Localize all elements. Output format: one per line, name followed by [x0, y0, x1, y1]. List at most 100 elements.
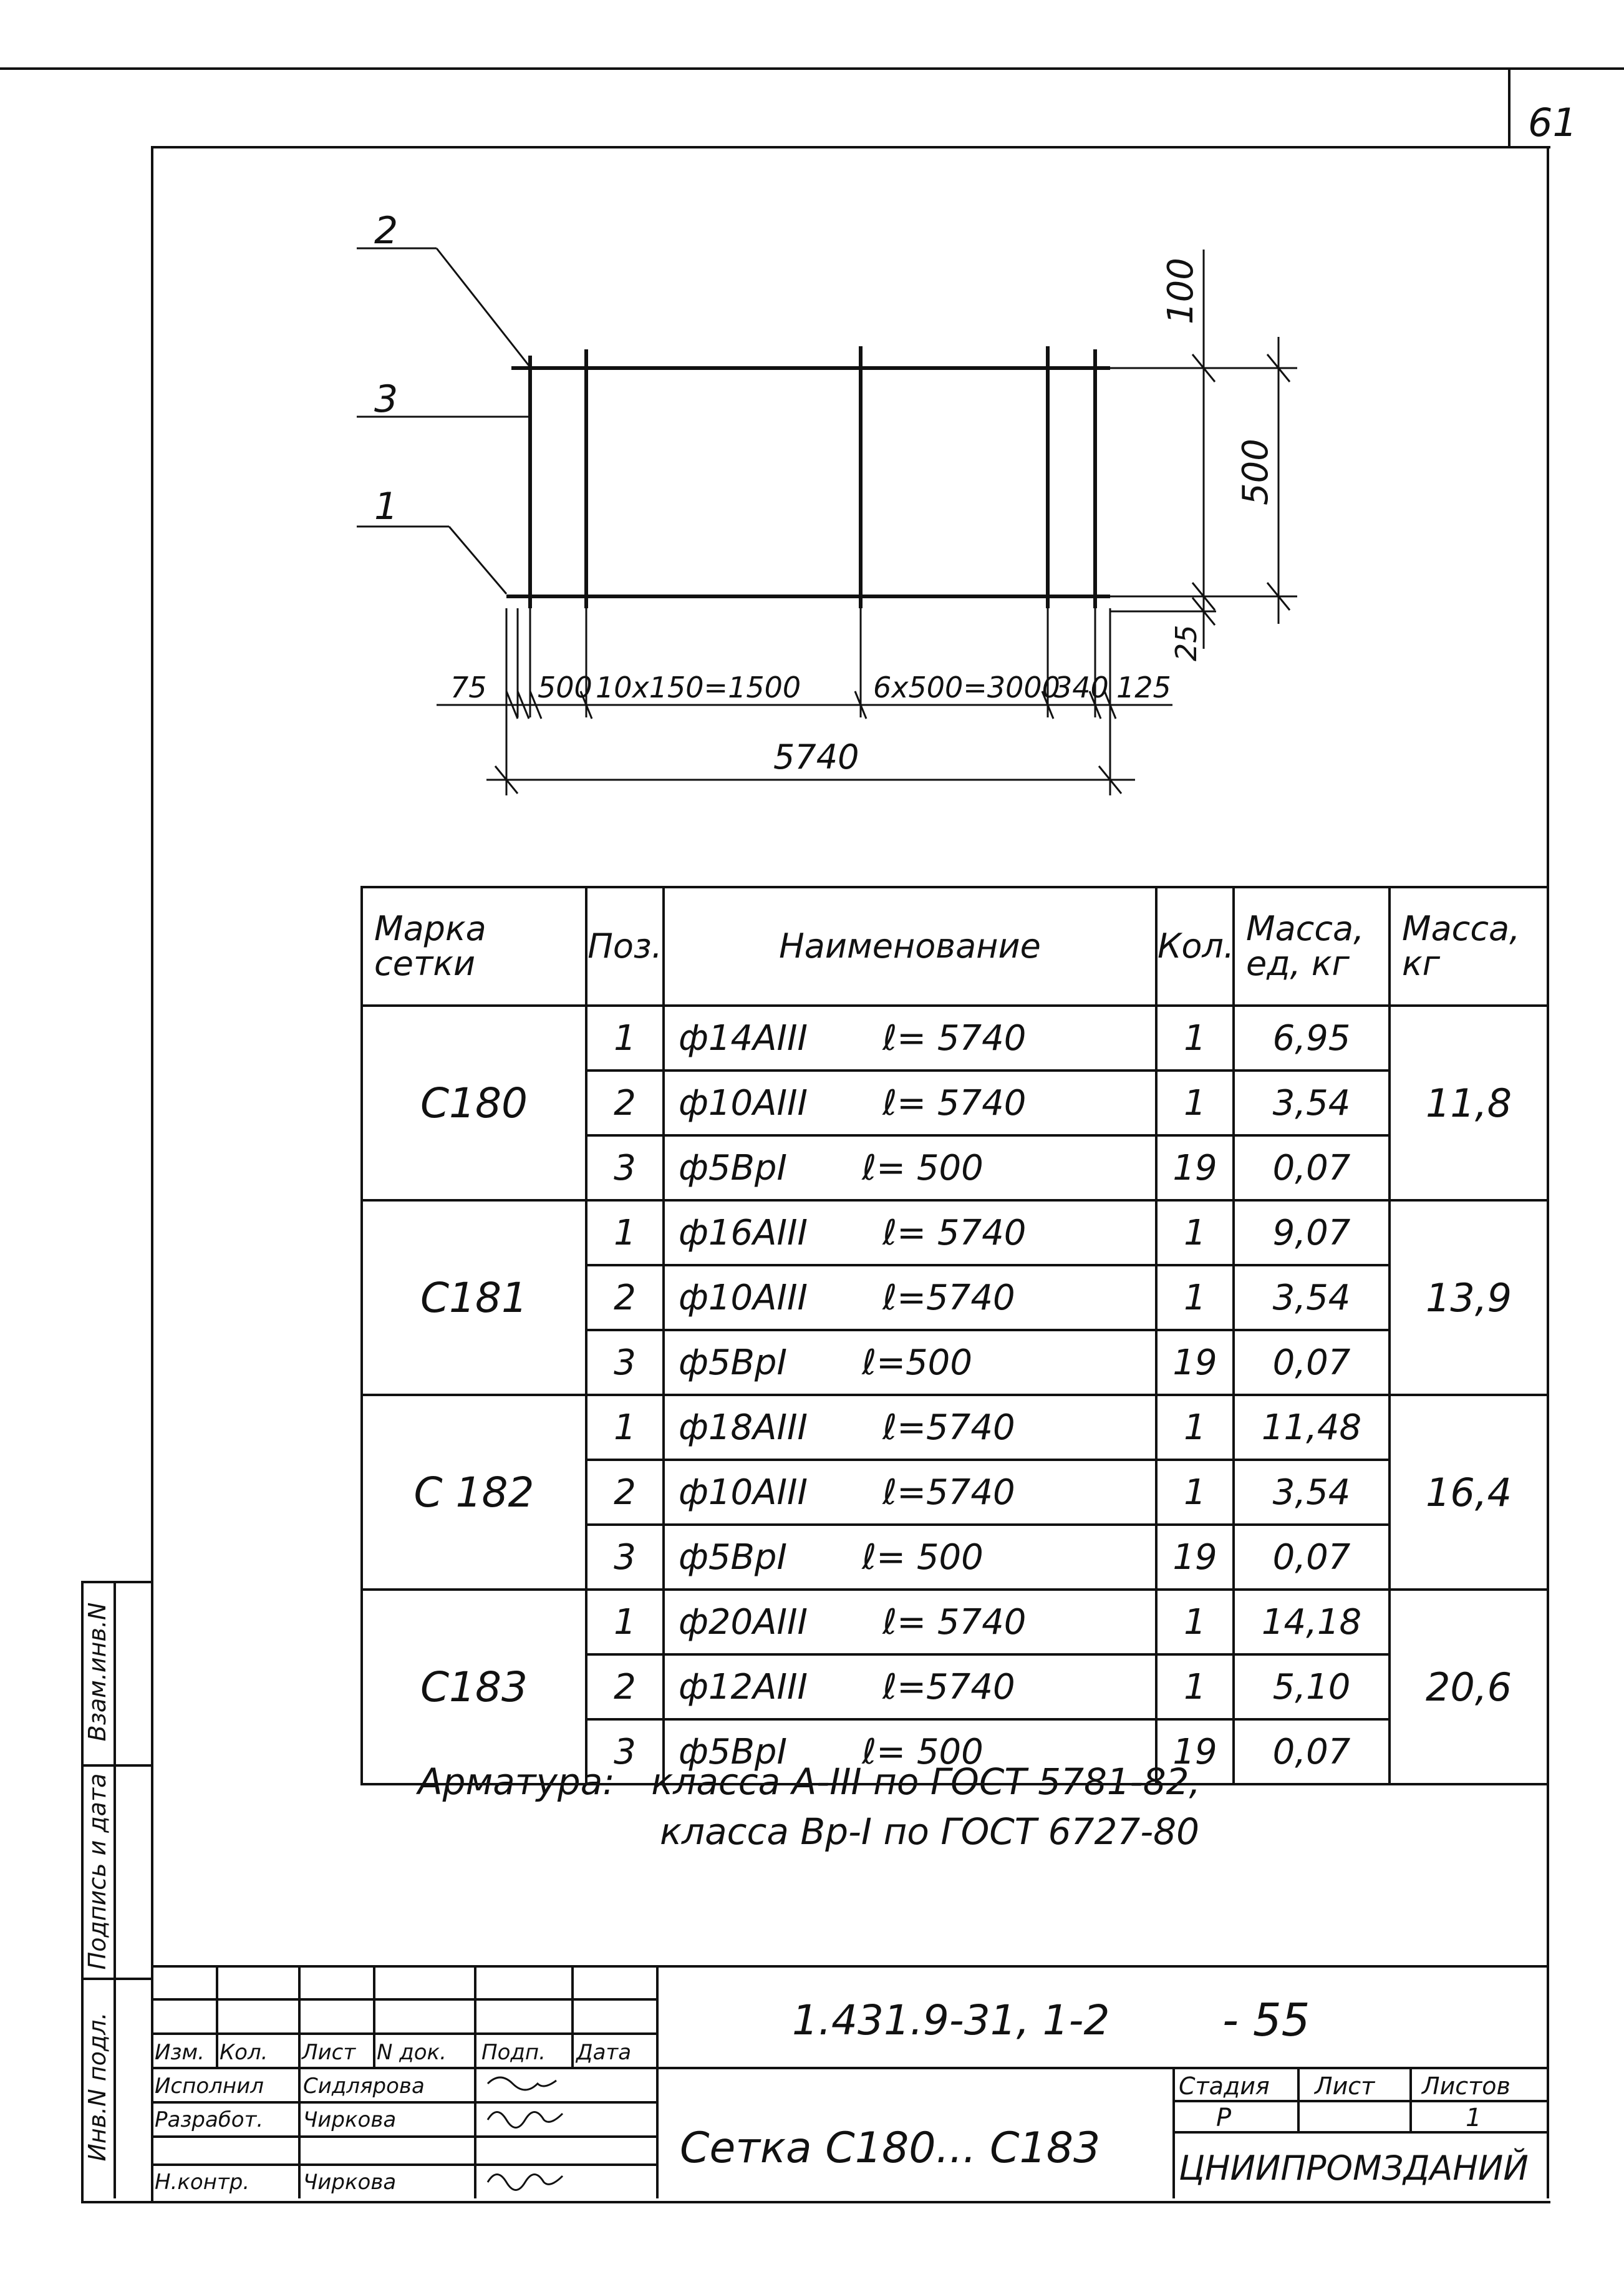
position-label-1: 1 [374, 485, 398, 528]
row-pos: 2 [585, 1459, 665, 1526]
row-pos: 2 [585, 1264, 665, 1331]
dim-bottom-25: 25 [1169, 624, 1203, 661]
mesh-total-mass: 16,4 [1388, 1394, 1549, 1591]
header-unit-mass: Масса, ед, кг [1232, 886, 1391, 1007]
row-unit-mass: 14,18 [1232, 1588, 1391, 1656]
row-name: ф12АIII ℓ=5740 [662, 1653, 1158, 1721]
row-qty: 19 [1155, 1718, 1235, 1785]
row-unit-mass: 11,48 [1232, 1394, 1391, 1461]
row-pos: 1 [585, 1588, 665, 1656]
row-unit-mass: 0,07 [1232, 1329, 1391, 1396]
sheet-label: Лист [1315, 2072, 1375, 2100]
bar-spec: ф18АIII [679, 1407, 808, 1448]
tb-role-2: Разработ. [155, 2107, 264, 2132]
bar-spec: ф5ВрI [679, 1342, 787, 1383]
notes-line-1: класса А-III по ГОСТ 5781-82, [651, 1760, 1201, 1803]
side-strip [81, 1581, 153, 2203]
mesh-total-mass: 20,6 [1388, 1588, 1549, 1785]
title-block-grid [151, 1965, 1547, 2198]
tb-col-ndok: N док. [377, 2040, 447, 2065]
row-name: ф5ВрI ℓ= 500 [662, 1718, 1158, 1785]
row-unit-mass: 0,07 [1232, 1134, 1391, 1202]
side-label-signature: Подпись и дата [84, 1773, 111, 1970]
row-pos: 1 [585, 1394, 665, 1461]
signatures [486, 2076, 564, 2191]
bar-length: ℓ=500 [862, 1342, 972, 1383]
header-name: Наименование [662, 886, 1158, 1007]
row-unit-mass: 6,95 [1232, 1004, 1391, 1072]
row-qty: 1 [1155, 1264, 1235, 1331]
tb-col-kol: Кол. [220, 2040, 268, 2065]
tb-col-podp: Подп. [481, 2040, 546, 2065]
stage-value: Р [1216, 2104, 1232, 2132]
header-qty: Кол. [1155, 886, 1235, 1007]
notes-label: Арматура: [418, 1760, 615, 1803]
mesh-mark: С180 [360, 1004, 587, 1202]
header-mark: Марка сетки [360, 886, 587, 1007]
side-label-replace: Взам.инв.N [84, 1602, 111, 1742]
bar-spec: ф5ВрI [679, 1147, 787, 1188]
bar-length: ℓ= 5740 [882, 1017, 1027, 1059]
page-number: 61 [1528, 100, 1577, 145]
position-label-2: 2 [374, 209, 398, 253]
dim-top-100: 100 [1161, 258, 1201, 324]
drawing-frame [151, 146, 1550, 2203]
tb-name-4: Чиркова [303, 2170, 397, 2195]
row-unit-mass: 9,07 [1232, 1199, 1391, 1266]
doc-code: 1.431.9-31, 1-2 [792, 1996, 1110, 2044]
bar-length: ℓ= 5740 [882, 1212, 1027, 1253]
dim-chain-75: 75 [450, 671, 487, 704]
mesh-total-mass: 11,8 [1388, 1004, 1549, 1202]
row-pos: 3 [585, 1134, 665, 1202]
mesh-mark: С183 [360, 1588, 587, 1785]
dim-chain-3000: 6x500=3000 [873, 671, 1060, 704]
mesh-mark: С181 [360, 1199, 587, 1396]
title-block [151, 1965, 1547, 2198]
rebar-notes: Арматура: класса А-III по ГОСТ 5781-82, … [418, 1757, 1201, 1857]
row-unit-mass: 3,54 [1232, 1264, 1391, 1331]
row-unit-mass: 3,54 [1232, 1459, 1391, 1526]
frame-right-edge [1547, 146, 1549, 2198]
row-pos: 1 [585, 1199, 665, 1266]
bar-length: ℓ= 500 [862, 1537, 984, 1578]
row-unit-mass: 0,07 [1232, 1523, 1391, 1591]
bar-spec: ф12АIII [679, 1666, 808, 1707]
bar-length: ℓ= 5740 [882, 1082, 1027, 1124]
dim-chain-500: 500 [538, 671, 592, 704]
row-pos: 3 [585, 1329, 665, 1396]
row-qty: 1 [1155, 1459, 1235, 1526]
bar-spec: ф5ВрI [679, 1731, 787, 1772]
mesh-total-mass: 13,9 [1388, 1199, 1549, 1396]
bar-spec: ф5ВрI [679, 1537, 787, 1578]
position-label-3: 3 [374, 377, 398, 421]
row-qty: 19 [1155, 1523, 1235, 1591]
row-name: ф5ВрI ℓ=500 [662, 1329, 1158, 1396]
tb-role-4: Н.контр. [155, 2170, 250, 2195]
table-header-row: Марка сетки Поз. Наименование Кол. Масса… [360, 886, 1549, 1007]
bar-length: ℓ=5740 [882, 1666, 1015, 1707]
tb-name-2: Чиркова [303, 2107, 397, 2132]
dim-total-5740: 5740 [773, 737, 859, 777]
dim-chain-1500: 10x150=1500 [596, 671, 801, 704]
row-pos: 3 [585, 1523, 665, 1591]
row-qty: 1 [1155, 1004, 1235, 1072]
notes-line-2: класса Вр-I по ГОСТ 6727-80 [660, 1810, 1199, 1853]
sheets-label: Листов [1422, 2072, 1510, 2100]
bar-length: ℓ= 500 [862, 1731, 984, 1772]
bar-spec: ф10АIII [679, 1082, 808, 1124]
table-row: 3 ф5ВрI ℓ= 500 19 0,07 [362, 1523, 1548, 1591]
row-unit-mass: 3,54 [1232, 1069, 1391, 1137]
page-number-divider [1508, 67, 1510, 148]
side-strip-divider-1 [81, 1764, 151, 1767]
